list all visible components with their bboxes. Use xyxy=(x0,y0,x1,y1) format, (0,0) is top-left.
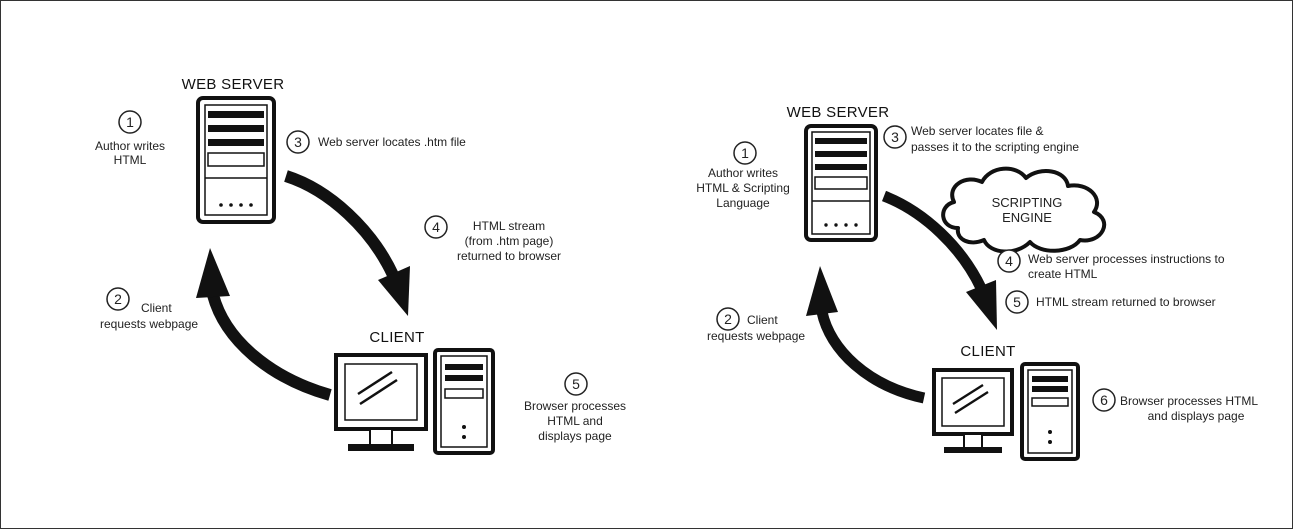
left-step-1: 1 Author writes HTML xyxy=(95,110,165,167)
right-step-2-number: 2 xyxy=(724,311,732,327)
right-step-4: 4 Web server processes instructions to c… xyxy=(997,249,1225,281)
left-step-4: 4 HTML stream (from .htm page) returned … xyxy=(424,215,561,263)
right-step-3-line-1: Web server locates file & xyxy=(911,124,1044,138)
right-step-4-line-2: create HTML xyxy=(1028,267,1098,281)
right-step-3-number: 3 xyxy=(891,129,899,145)
right-step-6-line-2: and displays page xyxy=(1148,409,1245,423)
right-client-icon xyxy=(932,362,1080,461)
left-step-5: 5 Browser processes HTML and displays pa… xyxy=(524,372,626,443)
right-step-5-badge xyxy=(1005,290,1029,314)
left-server-icon xyxy=(196,96,276,224)
left-step-5-line-2: HTML and xyxy=(547,414,603,428)
left-server-title: WEB SERVER xyxy=(182,76,285,93)
left-step-5-line-1: Browser processes xyxy=(524,399,626,413)
right-step-6: 6 Browser processes HTML and displays pa… xyxy=(1092,388,1258,423)
left-step-2: 2 Client requests webpage xyxy=(100,287,198,331)
right-step-6-number: 6 xyxy=(1100,392,1108,408)
right-diagram: WEB SERVER 1 Author writes HTML & Script… xyxy=(696,104,1258,461)
right-step-1-badge xyxy=(733,141,757,165)
left-client-title: CLIENT xyxy=(369,329,424,346)
right-client-title: CLIENT xyxy=(960,343,1015,360)
left-step-5-number: 5 xyxy=(572,376,580,392)
left-step-3-number: 3 xyxy=(294,134,302,150)
right-step-1: 1 Author writes HTML & Scripting Languag… xyxy=(696,141,790,210)
right-step-3: 3 Web server locates file & passes it to… xyxy=(883,124,1079,154)
right-step-1-line-2: HTML & Scripting xyxy=(696,181,790,195)
right-step-4-badge xyxy=(997,249,1021,273)
left-step-1-line-1: Author writes xyxy=(95,139,165,153)
right-step-5-number: 5 xyxy=(1013,294,1021,310)
right-step-2-badge xyxy=(716,307,740,331)
left-diagram: WEB SERVER 1 Author writes HTML 3 We xyxy=(95,76,626,455)
right-step-1-line-3: Language xyxy=(716,196,770,210)
left-step-1-number: 1 xyxy=(126,114,134,130)
scripting-engine-cloud: SCRIPTING ENGINE xyxy=(941,166,1107,254)
right-step-1-line-1: Author writes xyxy=(708,166,778,180)
left-step-4-line-1: HTML stream xyxy=(473,219,545,233)
right-step-5: 5 HTML stream returned to browser xyxy=(1005,290,1216,314)
left-step-3: 3 Web server locates .htm file xyxy=(286,130,466,154)
left-step-2-badge xyxy=(106,287,130,311)
right-step-3-line-2: passes it to the scripting engine xyxy=(911,140,1079,154)
right-arrow-to-client xyxy=(881,190,997,330)
right-step-2-line-1: Client xyxy=(747,313,778,327)
left-step-2-number: 2 xyxy=(114,291,122,307)
right-step-2: 2 Client requests webpage xyxy=(707,307,805,343)
left-step-4-line-2: (from .htm page) xyxy=(465,234,554,248)
left-step-3-line-1: Web server locates .htm file xyxy=(318,135,466,149)
left-step-4-line-3: returned to browser xyxy=(457,249,561,263)
left-arrow-to-client xyxy=(284,170,410,316)
cloud-label-line-2: ENGINE xyxy=(1002,210,1052,225)
left-step-2-line-1: Client xyxy=(141,301,172,315)
left-client-icon xyxy=(334,348,495,455)
right-step-3-badge xyxy=(883,125,907,149)
left-step-3-badge xyxy=(286,130,310,154)
left-step-4-badge xyxy=(424,215,448,239)
right-step-4-line-1: Web server processes instructions to xyxy=(1028,252,1225,266)
left-arrow-to-server xyxy=(196,248,332,401)
right-step-2-line-2: requests webpage xyxy=(707,329,805,343)
right-step-6-line-1: Browser processes HTML xyxy=(1120,394,1258,408)
left-step-1-line-2: HTML xyxy=(114,153,147,167)
left-step-1-badge xyxy=(118,110,142,134)
right-step-5-line-1: HTML stream returned to browser xyxy=(1036,295,1216,309)
right-arrow-to-server xyxy=(806,266,926,404)
right-step-6-badge xyxy=(1092,388,1116,412)
right-step-4-number: 4 xyxy=(1005,253,1013,269)
cloud-label-line-1: SCRIPTING xyxy=(992,195,1063,210)
right-step-1-number: 1 xyxy=(741,145,749,161)
right-server-icon xyxy=(804,124,878,242)
left-step-2-line-2: requests webpage xyxy=(100,317,198,331)
right-server-title: WEB SERVER xyxy=(787,104,890,121)
left-step-5-line-3: displays page xyxy=(538,429,612,443)
left-step-4-number: 4 xyxy=(432,219,440,235)
left-step-5-badge xyxy=(564,372,588,396)
